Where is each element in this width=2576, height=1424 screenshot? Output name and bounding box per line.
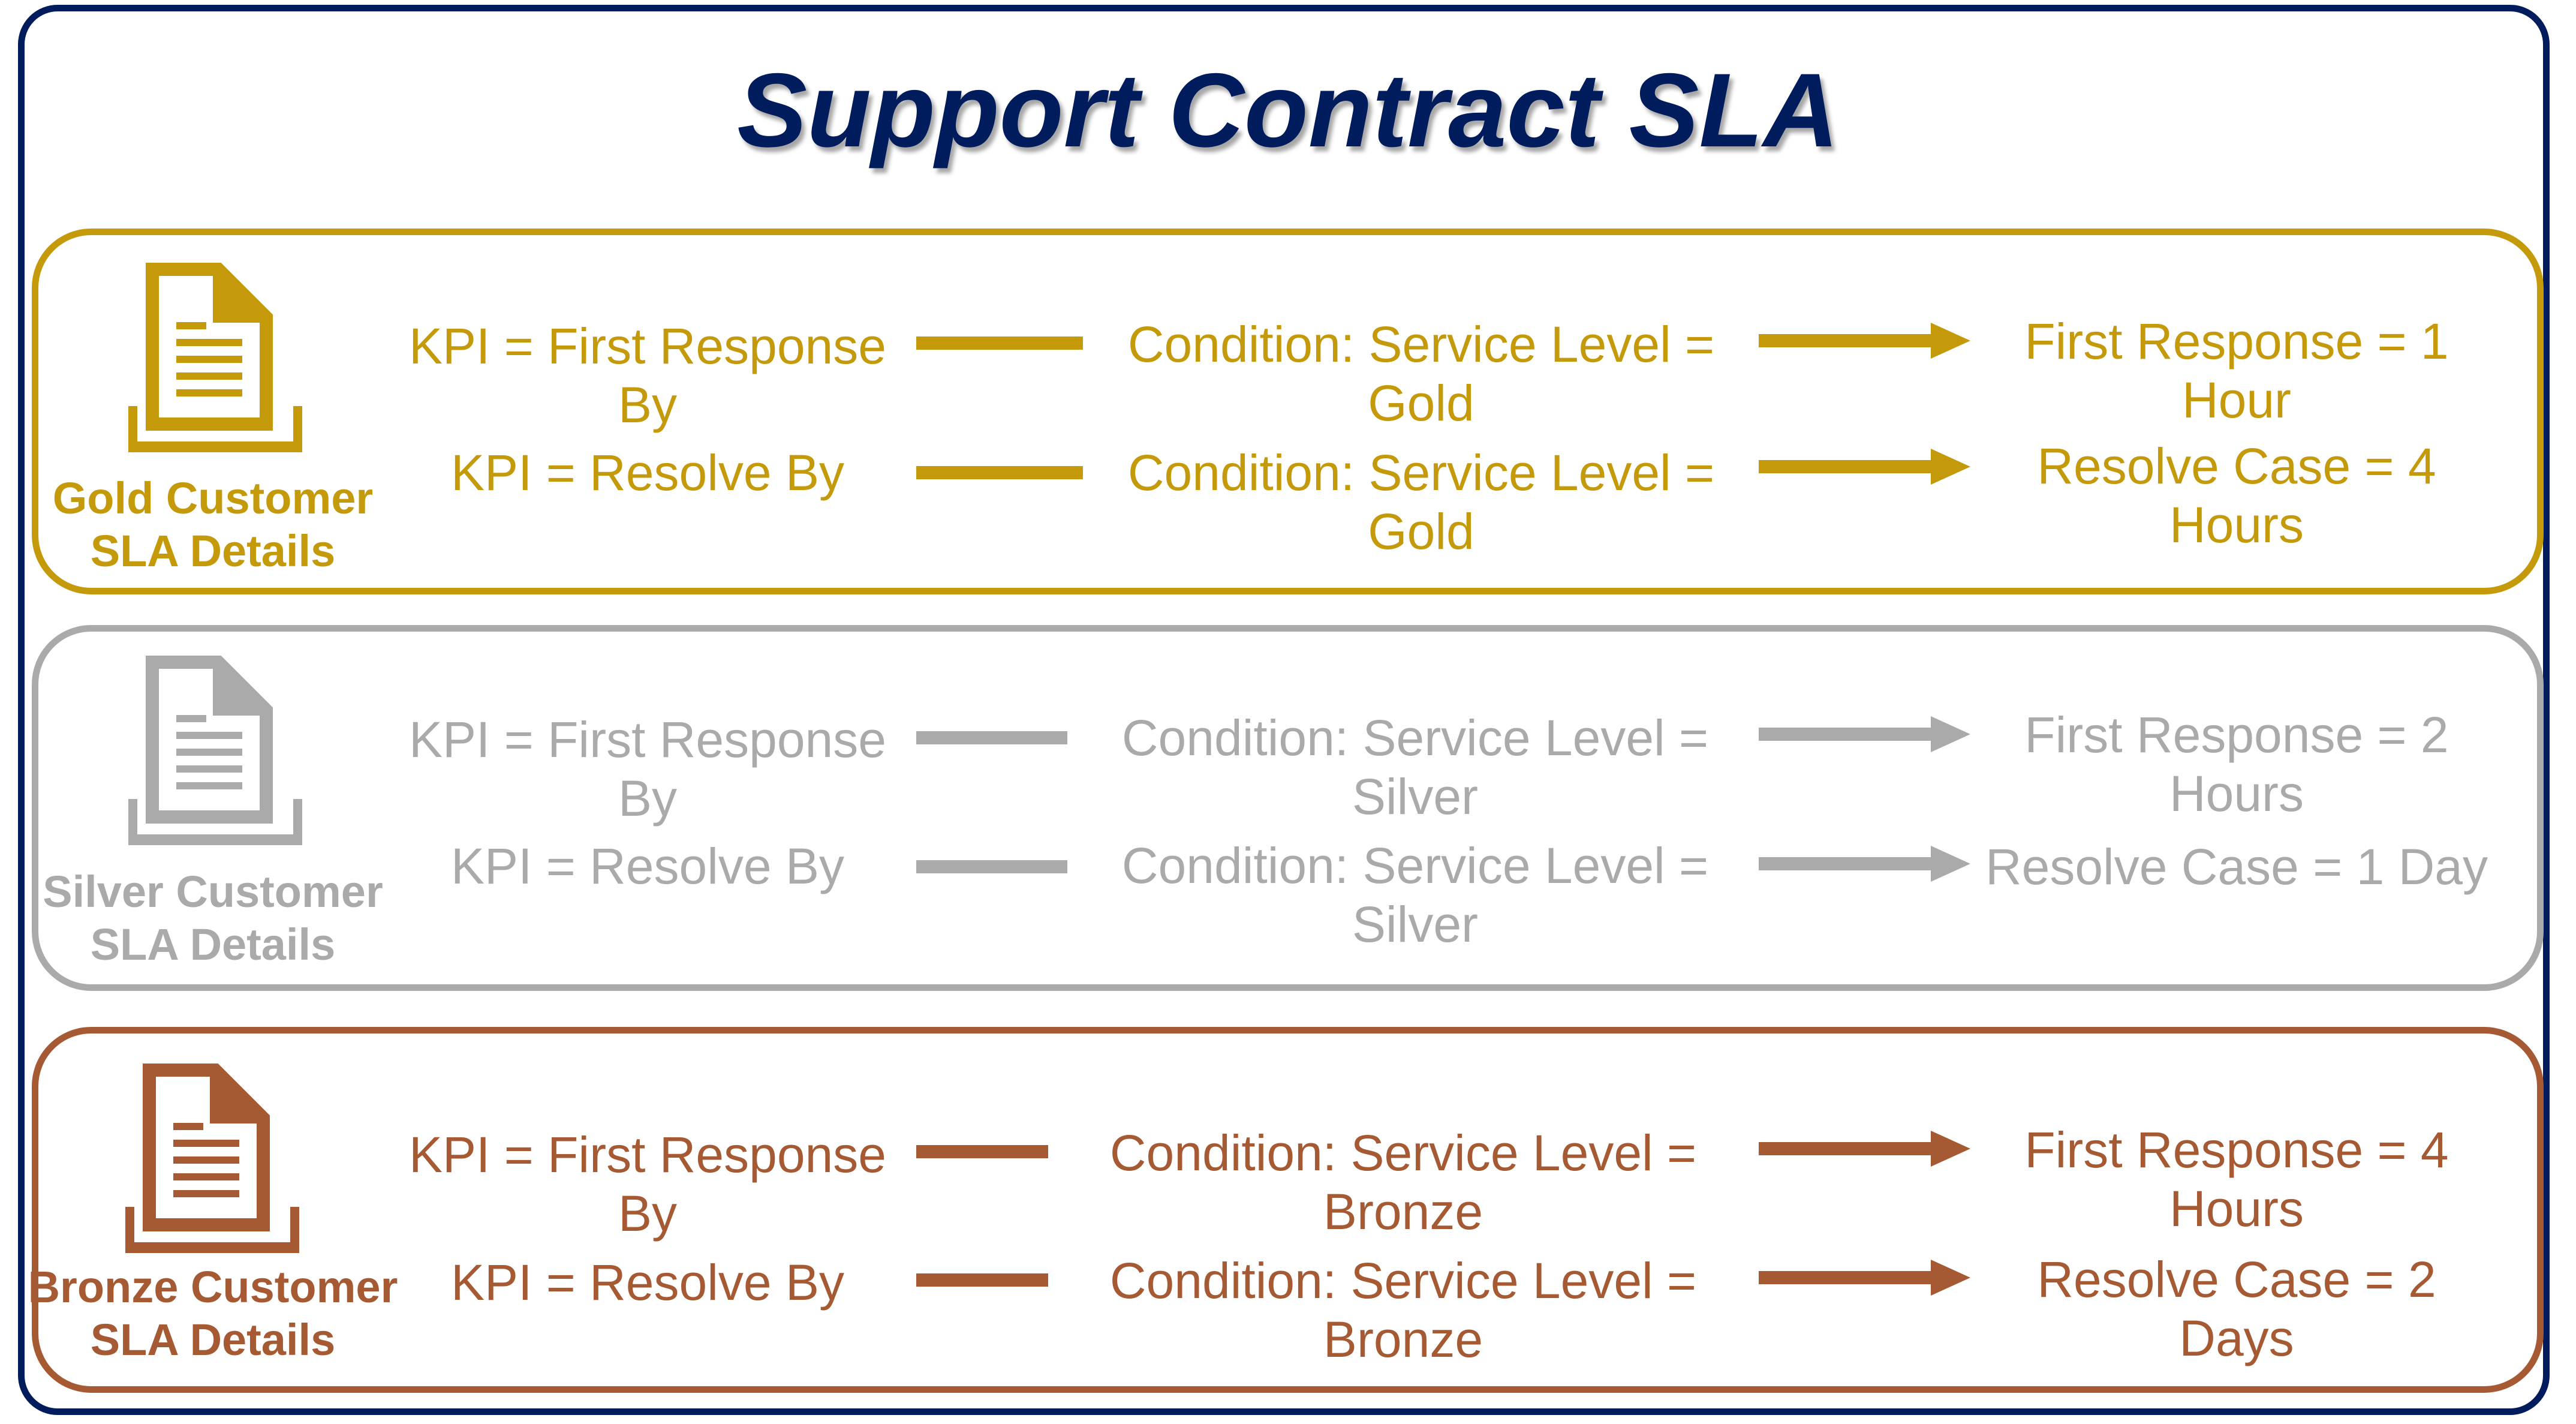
bronze-condition-2: Condition: Service Level = Bronze <box>1109 1252 1697 1368</box>
document-icon <box>125 1063 299 1255</box>
gold-result-first-response: First Response = 1 Hour <box>2024 313 2449 428</box>
gold-kpi-first-response: KPI = First Response By <box>409 318 886 433</box>
page-title: Support Contract SLA <box>737 52 1839 169</box>
gold-sla-panel <box>32 229 2544 594</box>
silver-result-resolve: Resolve Case = 1 Day <box>1985 839 2488 895</box>
silver-sla-panel <box>32 625 2544 991</box>
silver-condition-1: Condition: Service Level = Silver <box>1121 710 1709 825</box>
arrow-head <box>1931 323 1970 359</box>
silver-panel-label: Silver Customer SLA Details <box>43 867 383 969</box>
gold-panel-label: Gold Customer SLA Details <box>52 473 374 576</box>
document-icon <box>128 262 302 454</box>
bronze-kpi-resolve: KPI = Resolve By <box>451 1254 844 1311</box>
bronze-sla-panel <box>32 1027 2544 1393</box>
bronze-panel-label: Bronze Customer SLA Details <box>28 1262 398 1365</box>
gold-condition-1: Condition: Service Level = Gold <box>1127 316 1715 431</box>
gold-result-resolve: Resolve Case = 4 Hours <box>2037 438 2436 553</box>
silver-kpi-resolve: KPI = Resolve By <box>451 838 844 894</box>
silver-result-first-response: First Response = 2 Hours <box>2024 707 2449 822</box>
arrow-head <box>1931 846 1970 882</box>
gold-condition-2: Condition: Service Level = Gold <box>1127 444 1715 560</box>
document-icon <box>128 655 302 847</box>
gold-kpi-resolve: KPI = Resolve By <box>451 444 844 501</box>
silver-condition-2: Condition: Service Level = Silver <box>1121 837 1709 953</box>
bronze-condition-1: Condition: Service Level = Bronze <box>1109 1125 1697 1240</box>
arrow-head <box>1931 449 1970 485</box>
silver-kpi-first-response: KPI = First Response By <box>409 711 886 827</box>
bronze-kpi-first-response: KPI = First Response By <box>409 1126 886 1242</box>
arrow-head <box>1931 716 1970 752</box>
arrow-head <box>1931 1131 1970 1167</box>
bronze-result-resolve: Resolve Case = 2 Days <box>2037 1251 2436 1366</box>
arrow-head <box>1931 1260 1970 1296</box>
bronze-result-first-response: First Response = 4 Hours <box>2024 1122 2449 1237</box>
